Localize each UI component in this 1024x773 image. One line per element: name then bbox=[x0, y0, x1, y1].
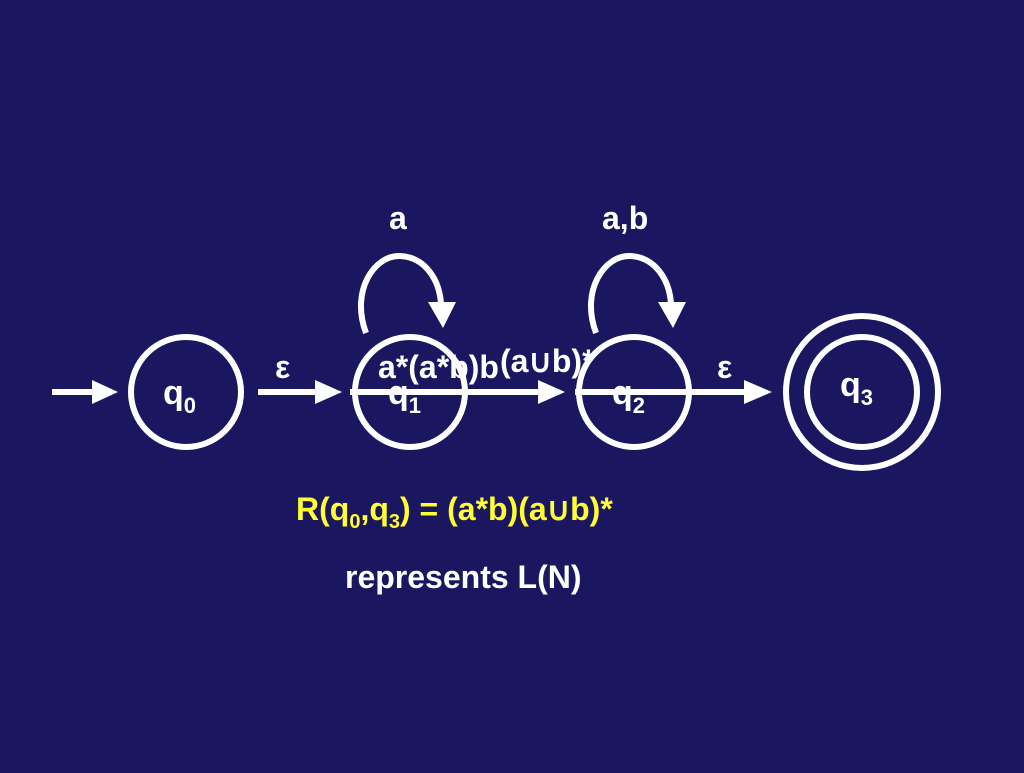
state-q2-label: q2 bbox=[612, 374, 645, 418]
ghost-expression-right: (a∪b)* bbox=[500, 343, 595, 379]
self-loop-q2 bbox=[588, 252, 674, 335]
edge-q2-q3-arrowhead bbox=[744, 380, 772, 404]
state-q1-label: q1 bbox=[388, 374, 421, 418]
result-expression: R(q0,q3) = (a*b)(a∪b)* bbox=[296, 491, 613, 533]
self-loop-q1-arrowhead bbox=[428, 302, 456, 328]
ghost-expression-left: a*(a*b)b bbox=[378, 349, 499, 385]
state-q1-circle bbox=[352, 334, 468, 450]
caption-text: represents L(N) bbox=[345, 559, 582, 595]
state-q0-circle bbox=[128, 334, 244, 450]
self-loop-q2-arrowhead bbox=[658, 302, 686, 328]
edge-q1-q2-arrowhead bbox=[538, 380, 565, 404]
state-q3-inner-circle bbox=[804, 334, 920, 450]
edge-q2-q3-label: ε bbox=[717, 349, 732, 385]
self-loop-q2-label: a,b bbox=[602, 200, 648, 236]
edge-q0-q1-label: ε bbox=[275, 349, 290, 385]
start-arrowhead bbox=[92, 380, 118, 404]
state-q0-label: q0 bbox=[163, 374, 196, 418]
state-q3-outer-circle bbox=[783, 313, 941, 471]
self-loop-q1 bbox=[358, 252, 444, 335]
state-q3-label: q3 bbox=[840, 366, 873, 410]
state-q2-circle bbox=[576, 334, 692, 450]
self-loop-q1-label: a bbox=[389, 200, 407, 236]
edge-q0-q1-arrowhead bbox=[315, 380, 342, 404]
